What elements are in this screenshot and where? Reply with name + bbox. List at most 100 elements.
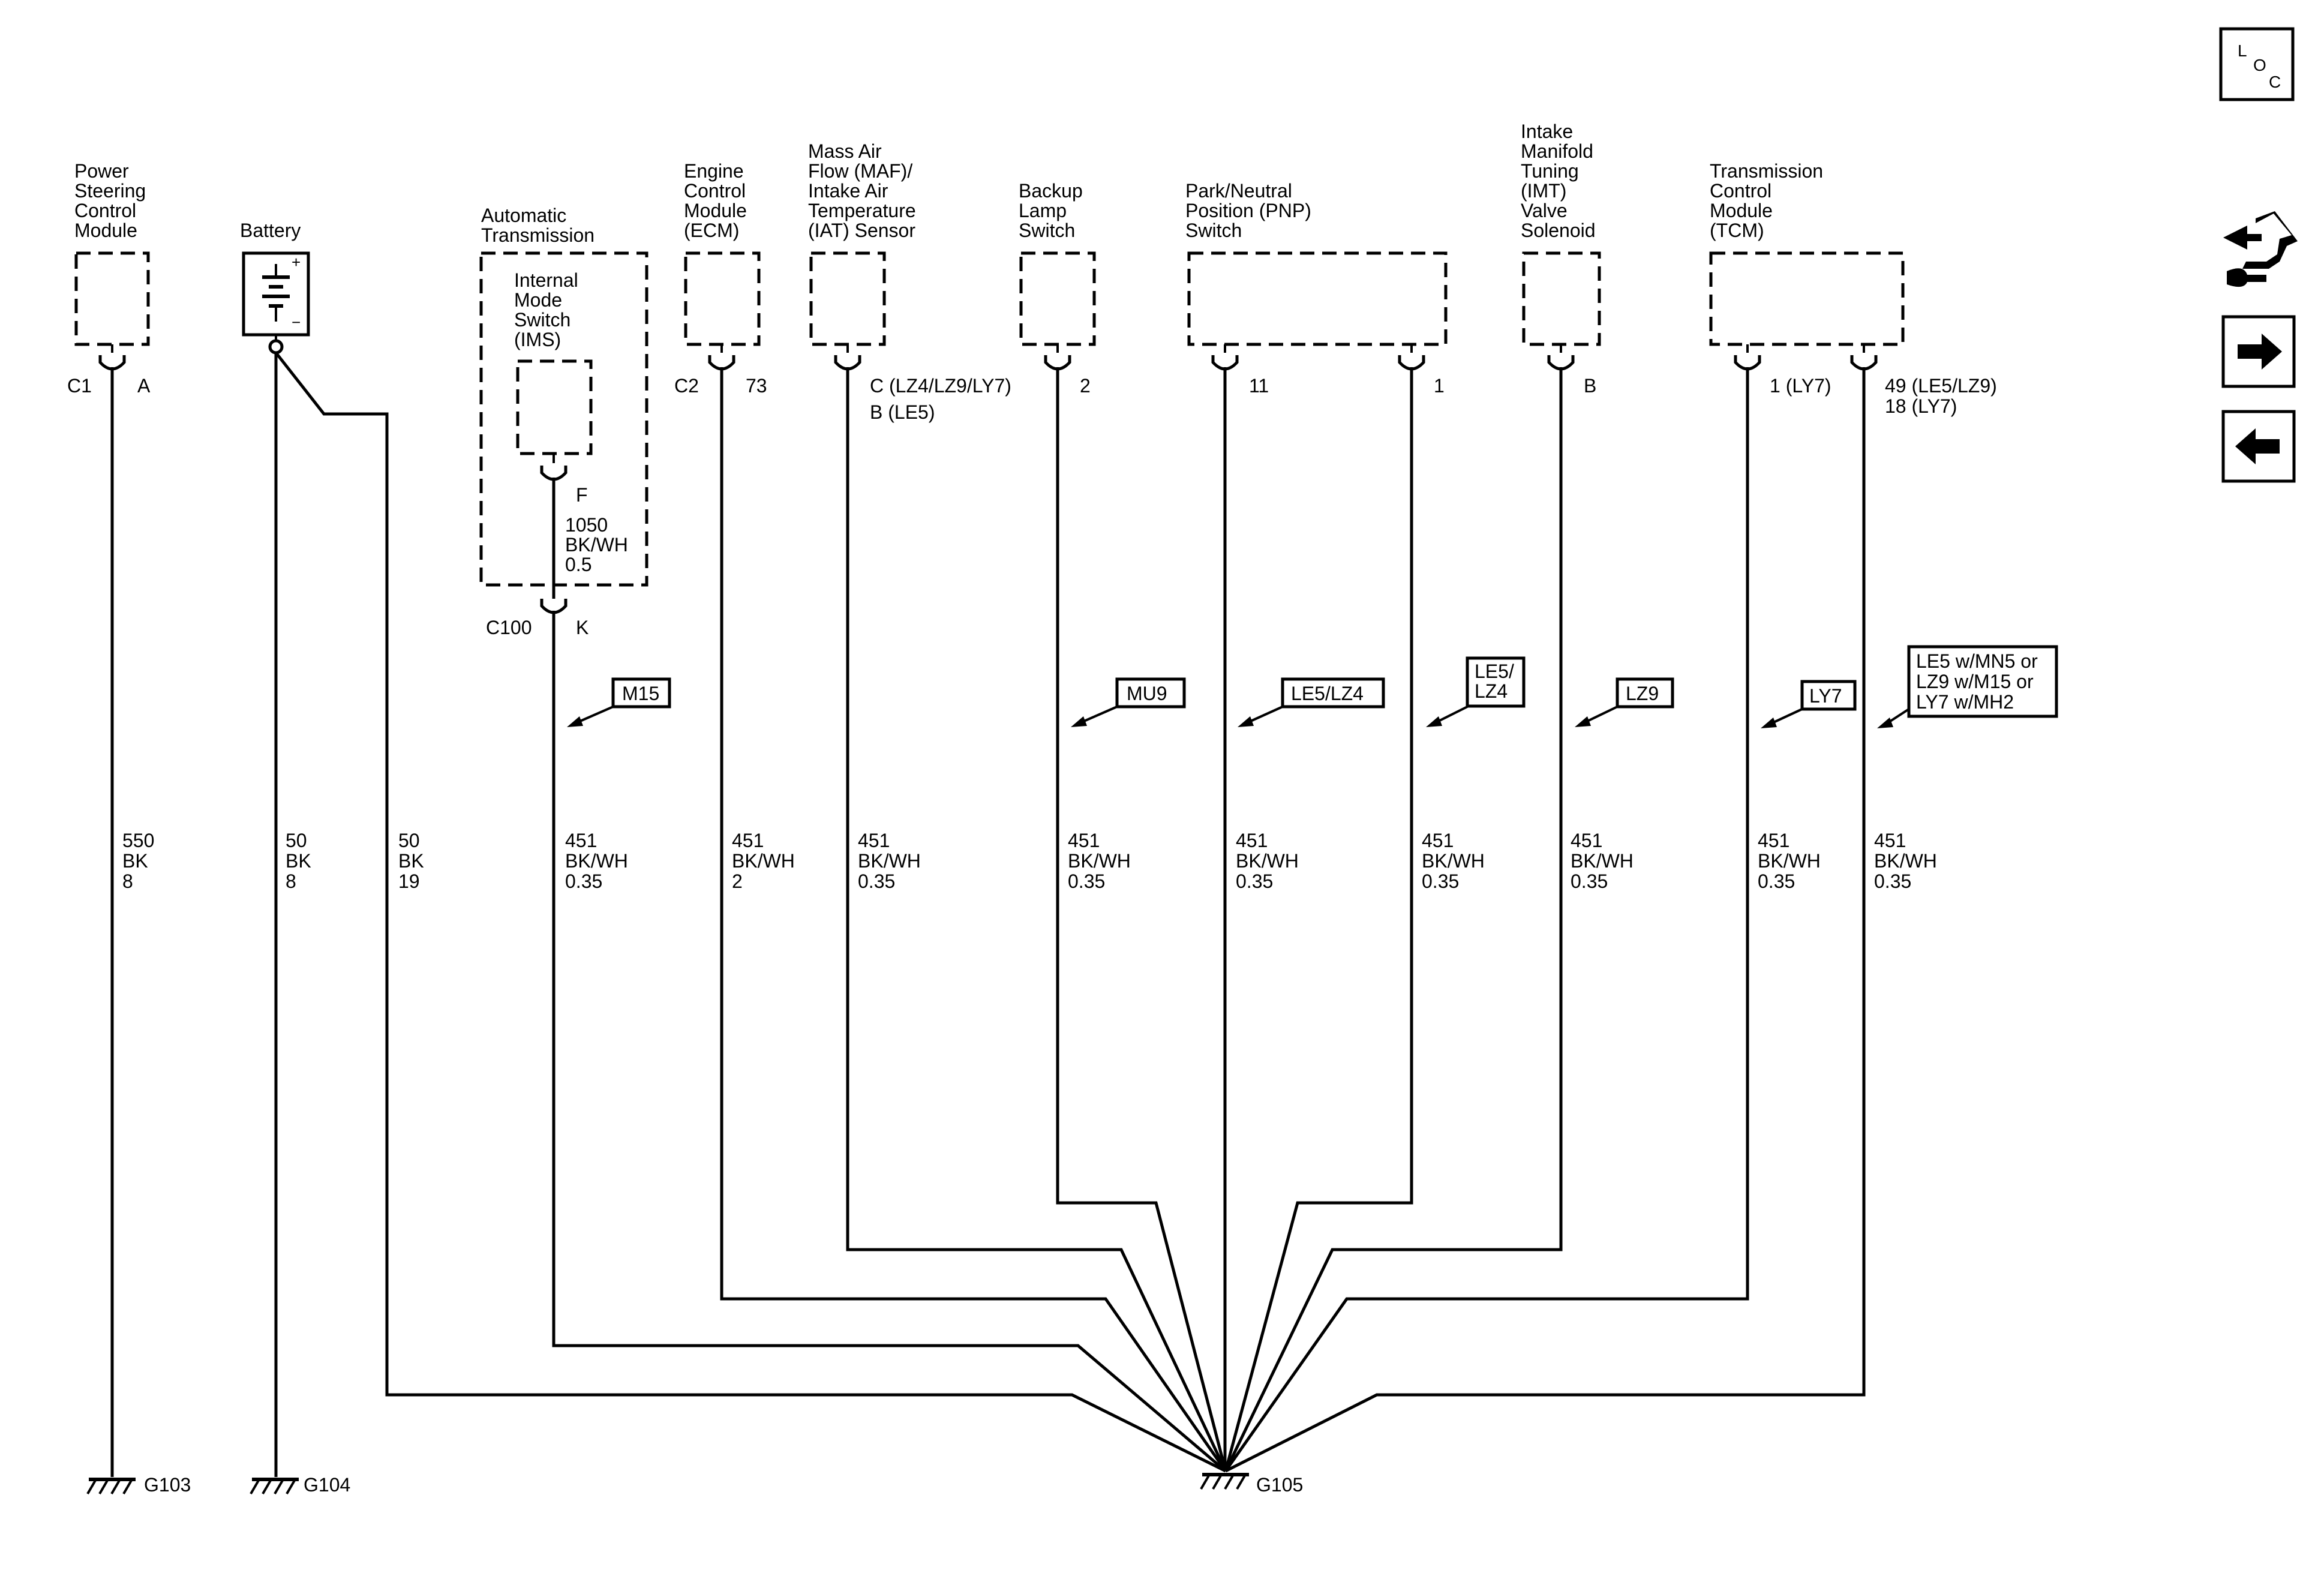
svg-text:8: 8 bbox=[122, 870, 133, 892]
ecm-title: Engine Control Module (ECM) bbox=[684, 160, 747, 241]
auto-trans-title: Automatic Transmission bbox=[481, 205, 594, 246]
pscm-connector-label: C1 bbox=[67, 375, 92, 397]
wire-label-backup: 451 BK/WH 0.35 bbox=[1068, 830, 1131, 892]
svg-text:LZ9 w/M15 or: LZ9 w/M15 or bbox=[1916, 671, 2034, 692]
tcm-box bbox=[1709, 251, 1905, 346]
ecm-pin-label: 73 bbox=[746, 375, 767, 397]
svg-text:451: 451 bbox=[1236, 830, 1268, 851]
wire-battery-2 bbox=[275, 352, 1227, 1473]
svg-text:0.5: 0.5 bbox=[565, 554, 591, 575]
svg-text:1050: 1050 bbox=[565, 514, 608, 536]
svg-text:Module: Module bbox=[1710, 200, 1773, 221]
connector-tcm-49 bbox=[1850, 344, 1878, 374]
svg-text:Flow (MAF)/: Flow (MAF)/ bbox=[808, 160, 912, 182]
wire-label-battery-2: 50 BK 19 bbox=[398, 830, 424, 892]
svg-text:Internal: Internal bbox=[514, 269, 578, 291]
svg-text:Lamp: Lamp bbox=[1019, 200, 1067, 221]
wire-maf bbox=[846, 374, 1227, 1472]
connector-maf bbox=[834, 344, 861, 374]
svg-text:Module: Module bbox=[74, 220, 137, 241]
battery-plus-sign: + bbox=[292, 253, 301, 271]
svg-text:Control: Control bbox=[74, 200, 136, 221]
connector-c100-k bbox=[540, 599, 568, 618]
ims-pin-label: F bbox=[576, 484, 588, 506]
option-flag-mu9: MU9 bbox=[1071, 677, 1186, 727]
svg-text:BK/WH: BK/WH bbox=[1068, 850, 1131, 872]
battery-minus-sign: − bbox=[292, 313, 301, 331]
svg-text:BK/WH: BK/WH bbox=[1236, 850, 1299, 872]
svg-text:LE5/LZ4: LE5/LZ4 bbox=[1291, 683, 1364, 704]
c100-pin-label: K bbox=[576, 617, 588, 638]
maf-sensor-title: Mass Air Flow (MAF)/ Intake Air Temperat… bbox=[808, 140, 916, 241]
svg-text:Mass Air: Mass Air bbox=[808, 140, 882, 162]
maf-pin-label-2: B (LE5) bbox=[870, 401, 935, 423]
wire-label-ecm: 451 BK/WH 2 bbox=[732, 830, 795, 892]
battery-symbol: + − bbox=[262, 253, 301, 331]
svg-text:LE5 w/MN5 or: LE5 w/MN5 or bbox=[1916, 650, 2038, 672]
svg-text:LZ4: LZ4 bbox=[1475, 680, 1508, 702]
svg-text:(IMS): (IMS) bbox=[514, 329, 561, 350]
c100-connector-label: C100 bbox=[486, 617, 532, 638]
wire-label-pnp-1: 451 BK/WH 0.35 bbox=[1422, 830, 1485, 892]
maf-pin-label-1: C (LZ4/LZ9/LY7) bbox=[870, 375, 1011, 397]
imt-solenoid-title: Intake Manifold Tuning (IMT) Valve Solen… bbox=[1521, 121, 1596, 241]
previous-page-button[interactable] bbox=[2221, 410, 2296, 483]
svg-text:(IAT) Sensor: (IAT) Sensor bbox=[808, 220, 915, 241]
wire-tcm-49 bbox=[1224, 374, 1866, 1473]
pnp-switch-title: Park/Neutral Position (PNP) Switch bbox=[1185, 180, 1311, 241]
backup-pin-label: 2 bbox=[1080, 375, 1091, 397]
svg-text:BK/WH: BK/WH bbox=[565, 534, 628, 556]
connector-ecm-73 bbox=[708, 344, 735, 374]
svg-text:451: 451 bbox=[732, 830, 764, 851]
svg-text:Park/Neutral: Park/Neutral bbox=[1185, 180, 1292, 202]
svg-text:LE5/: LE5/ bbox=[1475, 661, 1514, 682]
imt-pin-label: B bbox=[1584, 375, 1596, 397]
svg-text:550: 550 bbox=[122, 830, 154, 851]
option-flag-ly7: LY7 bbox=[1761, 680, 1857, 728]
svg-text:Solenoid: Solenoid bbox=[1521, 220, 1596, 241]
svg-text:0.35: 0.35 bbox=[565, 870, 602, 892]
svg-text:Control: Control bbox=[1710, 180, 1771, 202]
tcm-pin-label-18: 18 (LY7) bbox=[1885, 395, 1957, 417]
svg-text:BK/WH: BK/WH bbox=[565, 850, 628, 872]
svg-text:Switch: Switch bbox=[1019, 220, 1075, 241]
svg-text:0.35: 0.35 bbox=[858, 870, 895, 892]
svg-text:50: 50 bbox=[286, 830, 307, 851]
svg-text:0.35: 0.35 bbox=[1236, 870, 1273, 892]
wire-auto-trans bbox=[552, 618, 1227, 1472]
svg-text:0.35: 0.35 bbox=[1758, 870, 1795, 892]
svg-text:Engine: Engine bbox=[684, 160, 744, 182]
svg-text:0.35: 0.35 bbox=[1571, 870, 1608, 892]
loc-button[interactable]: L O C bbox=[2219, 27, 2295, 101]
svg-text:Steering: Steering bbox=[74, 180, 146, 202]
pnp-pin-label-1: 1 bbox=[1434, 375, 1445, 397]
ecm-box bbox=[684, 251, 761, 346]
wire-label-tcm-1: 451 BK/WH 0.35 bbox=[1758, 830, 1821, 892]
svg-text:BK/WH: BK/WH bbox=[1758, 850, 1821, 872]
svg-text:Switch: Switch bbox=[1185, 220, 1242, 241]
svg-text:Tuning: Tuning bbox=[1521, 160, 1579, 182]
svg-text:Switch: Switch bbox=[514, 309, 571, 331]
svg-text:451: 451 bbox=[858, 830, 890, 851]
svg-text:0.35: 0.35 bbox=[1422, 870, 1459, 892]
svg-text:Valve: Valve bbox=[1521, 200, 1568, 221]
component-locator-icon[interactable] bbox=[2223, 211, 2298, 287]
connector-pnp-11 bbox=[1211, 344, 1239, 374]
next-page-button[interactable] bbox=[2221, 315, 2296, 388]
connector-battery-terminal bbox=[268, 335, 284, 355]
svg-text:0.35: 0.35 bbox=[1874, 870, 1911, 892]
svg-text:451: 451 bbox=[1874, 830, 1906, 851]
svg-text:50: 50 bbox=[398, 830, 420, 851]
svg-text:Control: Control bbox=[684, 180, 746, 202]
wire-label-tcm-49: 451 BK/WH 0.35 bbox=[1874, 830, 1937, 892]
option-flag-le5-lz4: LE5/LZ4 bbox=[1238, 677, 1385, 727]
svg-text:BK/WH: BK/WH bbox=[858, 850, 921, 872]
ecm-connector-label: C2 bbox=[674, 375, 699, 397]
svg-text:19: 19 bbox=[398, 870, 420, 892]
wire-label-maf: 451 BK/WH 0.35 bbox=[858, 830, 921, 892]
wire-imt bbox=[1224, 374, 1563, 1472]
wire-label-auto-trans: 451 BK/WH 0.35 bbox=[565, 830, 628, 892]
svg-text:451: 451 bbox=[1422, 830, 1454, 851]
svg-text:451: 451 bbox=[1068, 830, 1100, 851]
